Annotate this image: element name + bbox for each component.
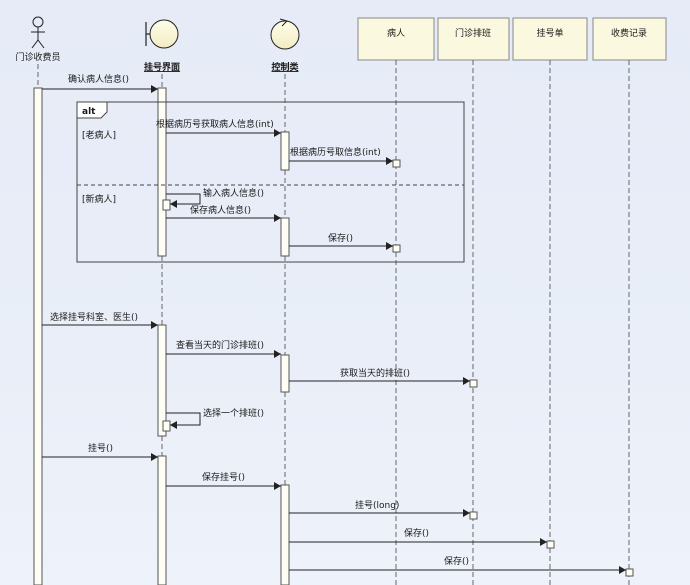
control-lifeline-head[interactable]: 控制类 xyxy=(270,18,300,73)
msg12-label: 保存挂号() xyxy=(202,471,245,483)
msg14-label: 保存() xyxy=(404,527,429,539)
schedule-activation xyxy=(469,379,478,388)
guard-new-patient: [新病人] xyxy=(82,193,116,205)
guard-old-patient: [老病人] xyxy=(82,129,116,141)
register-activation xyxy=(546,540,555,549)
msg7-label: 选择挂号科室、医生() xyxy=(50,311,138,323)
boundary-self-activation-1 xyxy=(162,199,171,211)
msg5-label: 保存病人信息() xyxy=(190,204,251,216)
control-activation-4 xyxy=(280,484,290,585)
schedule-lifeline-head[interactable]: 门诊排班 xyxy=(437,17,510,61)
boundary-activation-3 xyxy=(157,455,167,585)
patient-activation-2 xyxy=(392,244,401,253)
msg4-label: 输入病人信息() xyxy=(203,187,264,199)
msg2-label: 根据病历号获取病人信息(int) xyxy=(156,118,274,130)
schedule-name: 门诊排班 xyxy=(455,27,491,39)
msg10-label: 选择一个排班() xyxy=(203,407,264,419)
alt-fragment[interactable]: alt [老病人] [新病人] xyxy=(76,101,465,263)
control-activation-2 xyxy=(280,217,290,257)
patient-name: 病人 xyxy=(387,27,405,39)
lifelines xyxy=(37,60,630,585)
patient-activation-1 xyxy=(392,159,401,168)
msg13-label: 挂号(long) xyxy=(355,499,399,511)
control-name: 控制类 xyxy=(271,61,299,73)
msg11-label: 挂号() xyxy=(88,442,113,454)
register-name: 挂号单 xyxy=(536,27,563,39)
msg9-label: 获取当天的排班() xyxy=(340,367,410,379)
boundary-lifeline-head[interactable]: 挂号界面 xyxy=(144,19,180,73)
msg6-label: 保存() xyxy=(328,232,353,244)
register-lifeline-head[interactable]: 挂号单 xyxy=(512,17,588,61)
control-activation-1 xyxy=(280,131,290,171)
msg4-selfcall xyxy=(166,193,201,208)
msg10-selfcall xyxy=(166,412,201,429)
schedule-activation-2 xyxy=(469,511,478,520)
charge-lifeline-head[interactable]: 收费记录 xyxy=(592,17,667,61)
actor-lifeline-head[interactable]: 门诊收费员 xyxy=(15,16,61,63)
actor-name: 门诊收费员 xyxy=(15,51,60,63)
patient-lifeline-head[interactable]: 病人 xyxy=(357,17,435,61)
alt-operator: alt xyxy=(82,107,96,117)
msg3-label: 根据病历号取信息(int) xyxy=(290,146,381,158)
boundary-name: 挂号界面 xyxy=(144,61,180,73)
msg1-label: 确认病人信息() xyxy=(68,73,129,85)
actor-activation xyxy=(33,87,43,585)
msg15-label: 保存() xyxy=(444,555,469,567)
activations xyxy=(33,87,634,585)
boundary-activation-2 xyxy=(157,324,167,437)
messages xyxy=(42,85,626,574)
boundary-activation-1 xyxy=(157,87,167,257)
charge-activation xyxy=(625,568,634,577)
boundary-self-activation-2 xyxy=(162,420,171,432)
charge-name: 收费记录 xyxy=(611,27,647,39)
msg8-label: 查看当天的门诊排班() xyxy=(176,339,264,351)
control-activation-3 xyxy=(280,354,290,393)
message-labels: 确认病人信息() 根据病历号获取病人信息(int) 根据病历号取信息(int) … xyxy=(50,73,469,567)
